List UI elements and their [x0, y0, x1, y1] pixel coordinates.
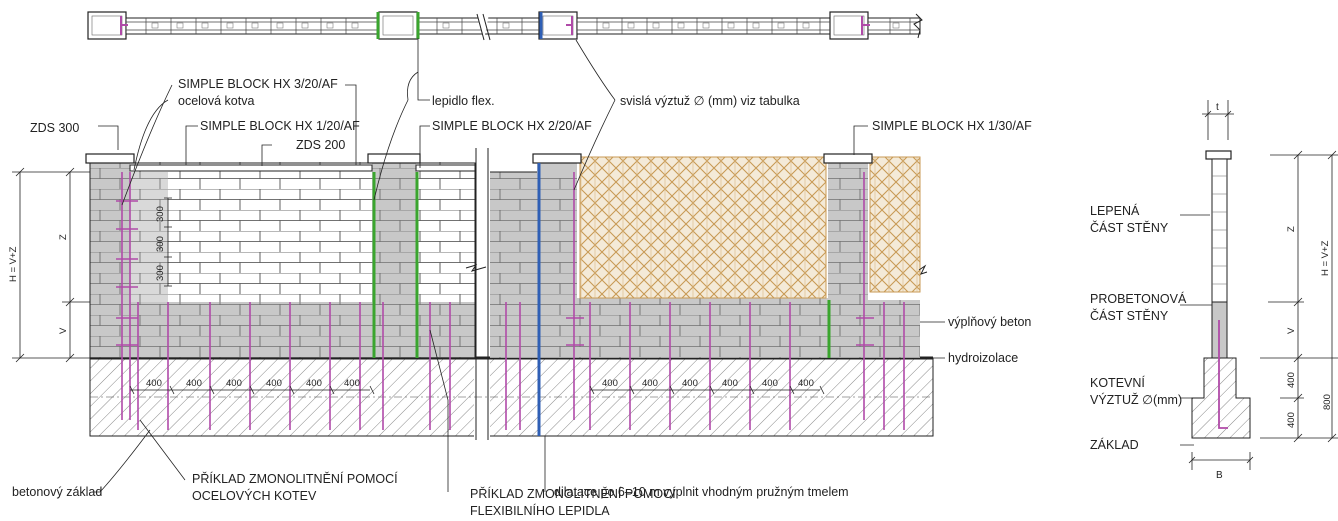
label-hydroizolace: hydroizolace — [948, 351, 1018, 365]
sec-lepena-1: LEPENÁ — [1090, 203, 1140, 218]
dim-400-8: 400 — [642, 378, 658, 389]
dim-400-9: 400 — [682, 378, 698, 389]
section-view — [1180, 100, 1338, 470]
dim-400-4: 400 — [266, 378, 282, 389]
label-zds200: ZDS 200 — [296, 138, 345, 152]
dim-400-10: 400 — [722, 378, 738, 389]
dim-400-12: 400 — [798, 378, 814, 389]
dim-400-5: 400 — [306, 378, 322, 389]
leader-lines — [92, 38, 945, 493]
dim-400-11: 400 — [762, 378, 778, 389]
right-wall — [490, 153, 928, 436]
sec-h: H = V+Z — [1320, 240, 1331, 276]
label-priklad-flex-2: FLEXIBILNÍHO LEPIDLA — [470, 503, 610, 518]
label-betonovy-zaklad: betonový základ — [12, 485, 102, 499]
dim-400-2: 400 — [186, 378, 202, 389]
dim-h: H = V+Z — [8, 246, 19, 282]
sec-t: t — [1216, 102, 1219, 113]
dim-z: Z — [58, 234, 69, 240]
sec-lepena-2: ČÁST STĚNY — [1090, 220, 1169, 235]
label-hx130: SIMPLE BLOCK HX 1/30/AF — [872, 119, 1032, 133]
dim-400-3: 400 — [226, 378, 242, 389]
sec-400b: 400 — [1286, 412, 1297, 428]
dim-300-1: 300 — [155, 206, 166, 222]
label-priklad-ocel-2: OCELOVÝCH KOTEV — [192, 488, 317, 503]
label-lepidlo: lepidlo flex. — [432, 94, 495, 108]
plan-view — [87, 11, 923, 41]
elevation-foundation — [89, 356, 934, 438]
dim-300-2: 300 — [155, 236, 166, 252]
label-svisla-vyztuz: svislá výztuž ∅ (mm) viz tabulka — [620, 94, 800, 108]
left-wall — [85, 153, 476, 359]
sec-400a: 400 — [1286, 372, 1297, 388]
sec-b: B — [1216, 470, 1223, 481]
sec-kotevni-2: VÝZTUŽ ∅(mm) — [1090, 392, 1182, 407]
dim-400-1: 400 — [146, 378, 162, 389]
steel-anchors — [116, 172, 905, 430]
label-priklad-ocel-1: PŘÍKLAD ZMONOLITNĚNÍ POMOCÍ — [192, 471, 398, 486]
dim-400-6: 400 — [344, 378, 360, 389]
dim-300-3: 300 — [155, 265, 166, 281]
sec-zaklad: ZÁKLAD — [1090, 437, 1139, 452]
label-hx120: SIMPLE BLOCK HX 1/20/AF — [200, 119, 360, 133]
sec-v: V — [1286, 327, 1297, 334]
height-dims — [12, 167, 90, 363]
sec-kotevni-1: KOTEVNÍ — [1090, 375, 1145, 390]
sec-z: Z — [1286, 226, 1297, 232]
sec-probet-1: PROBETONOVÁ — [1090, 291, 1187, 306]
dim-v: V — [58, 327, 69, 334]
label-vyplnovy-beton: výplňový beton — [948, 315, 1031, 329]
label-dilatace: dilatace po 6–10 m vyplnit vhodným pružn… — [554, 485, 849, 499]
foundation-dim-labels: 400 400 400 400 400 400 400 400 400 400 … — [146, 378, 814, 389]
block-height-dims: 300 300 300 — [155, 197, 172, 287]
label-ocelova-kotva: ocelová kotva — [178, 94, 254, 108]
label-hx220: SIMPLE BLOCK HX 2/20/AF — [432, 119, 592, 133]
break-lines — [465, 148, 489, 440]
foundation-dims — [129, 385, 825, 395]
label-priklad-flex-1: PŘÍKLAD ZMONOLITNĚNÍ POMOCÍ — [470, 486, 676, 501]
dim-400-7: 400 — [602, 378, 618, 389]
sec-800: 800 — [1322, 394, 1333, 410]
label-zds300: ZDS 300 — [30, 121, 79, 135]
sec-probet-2: ČÁST STĚNY — [1090, 308, 1169, 323]
label-hx320: SIMPLE BLOCK HX 3/20/AF — [178, 77, 338, 91]
